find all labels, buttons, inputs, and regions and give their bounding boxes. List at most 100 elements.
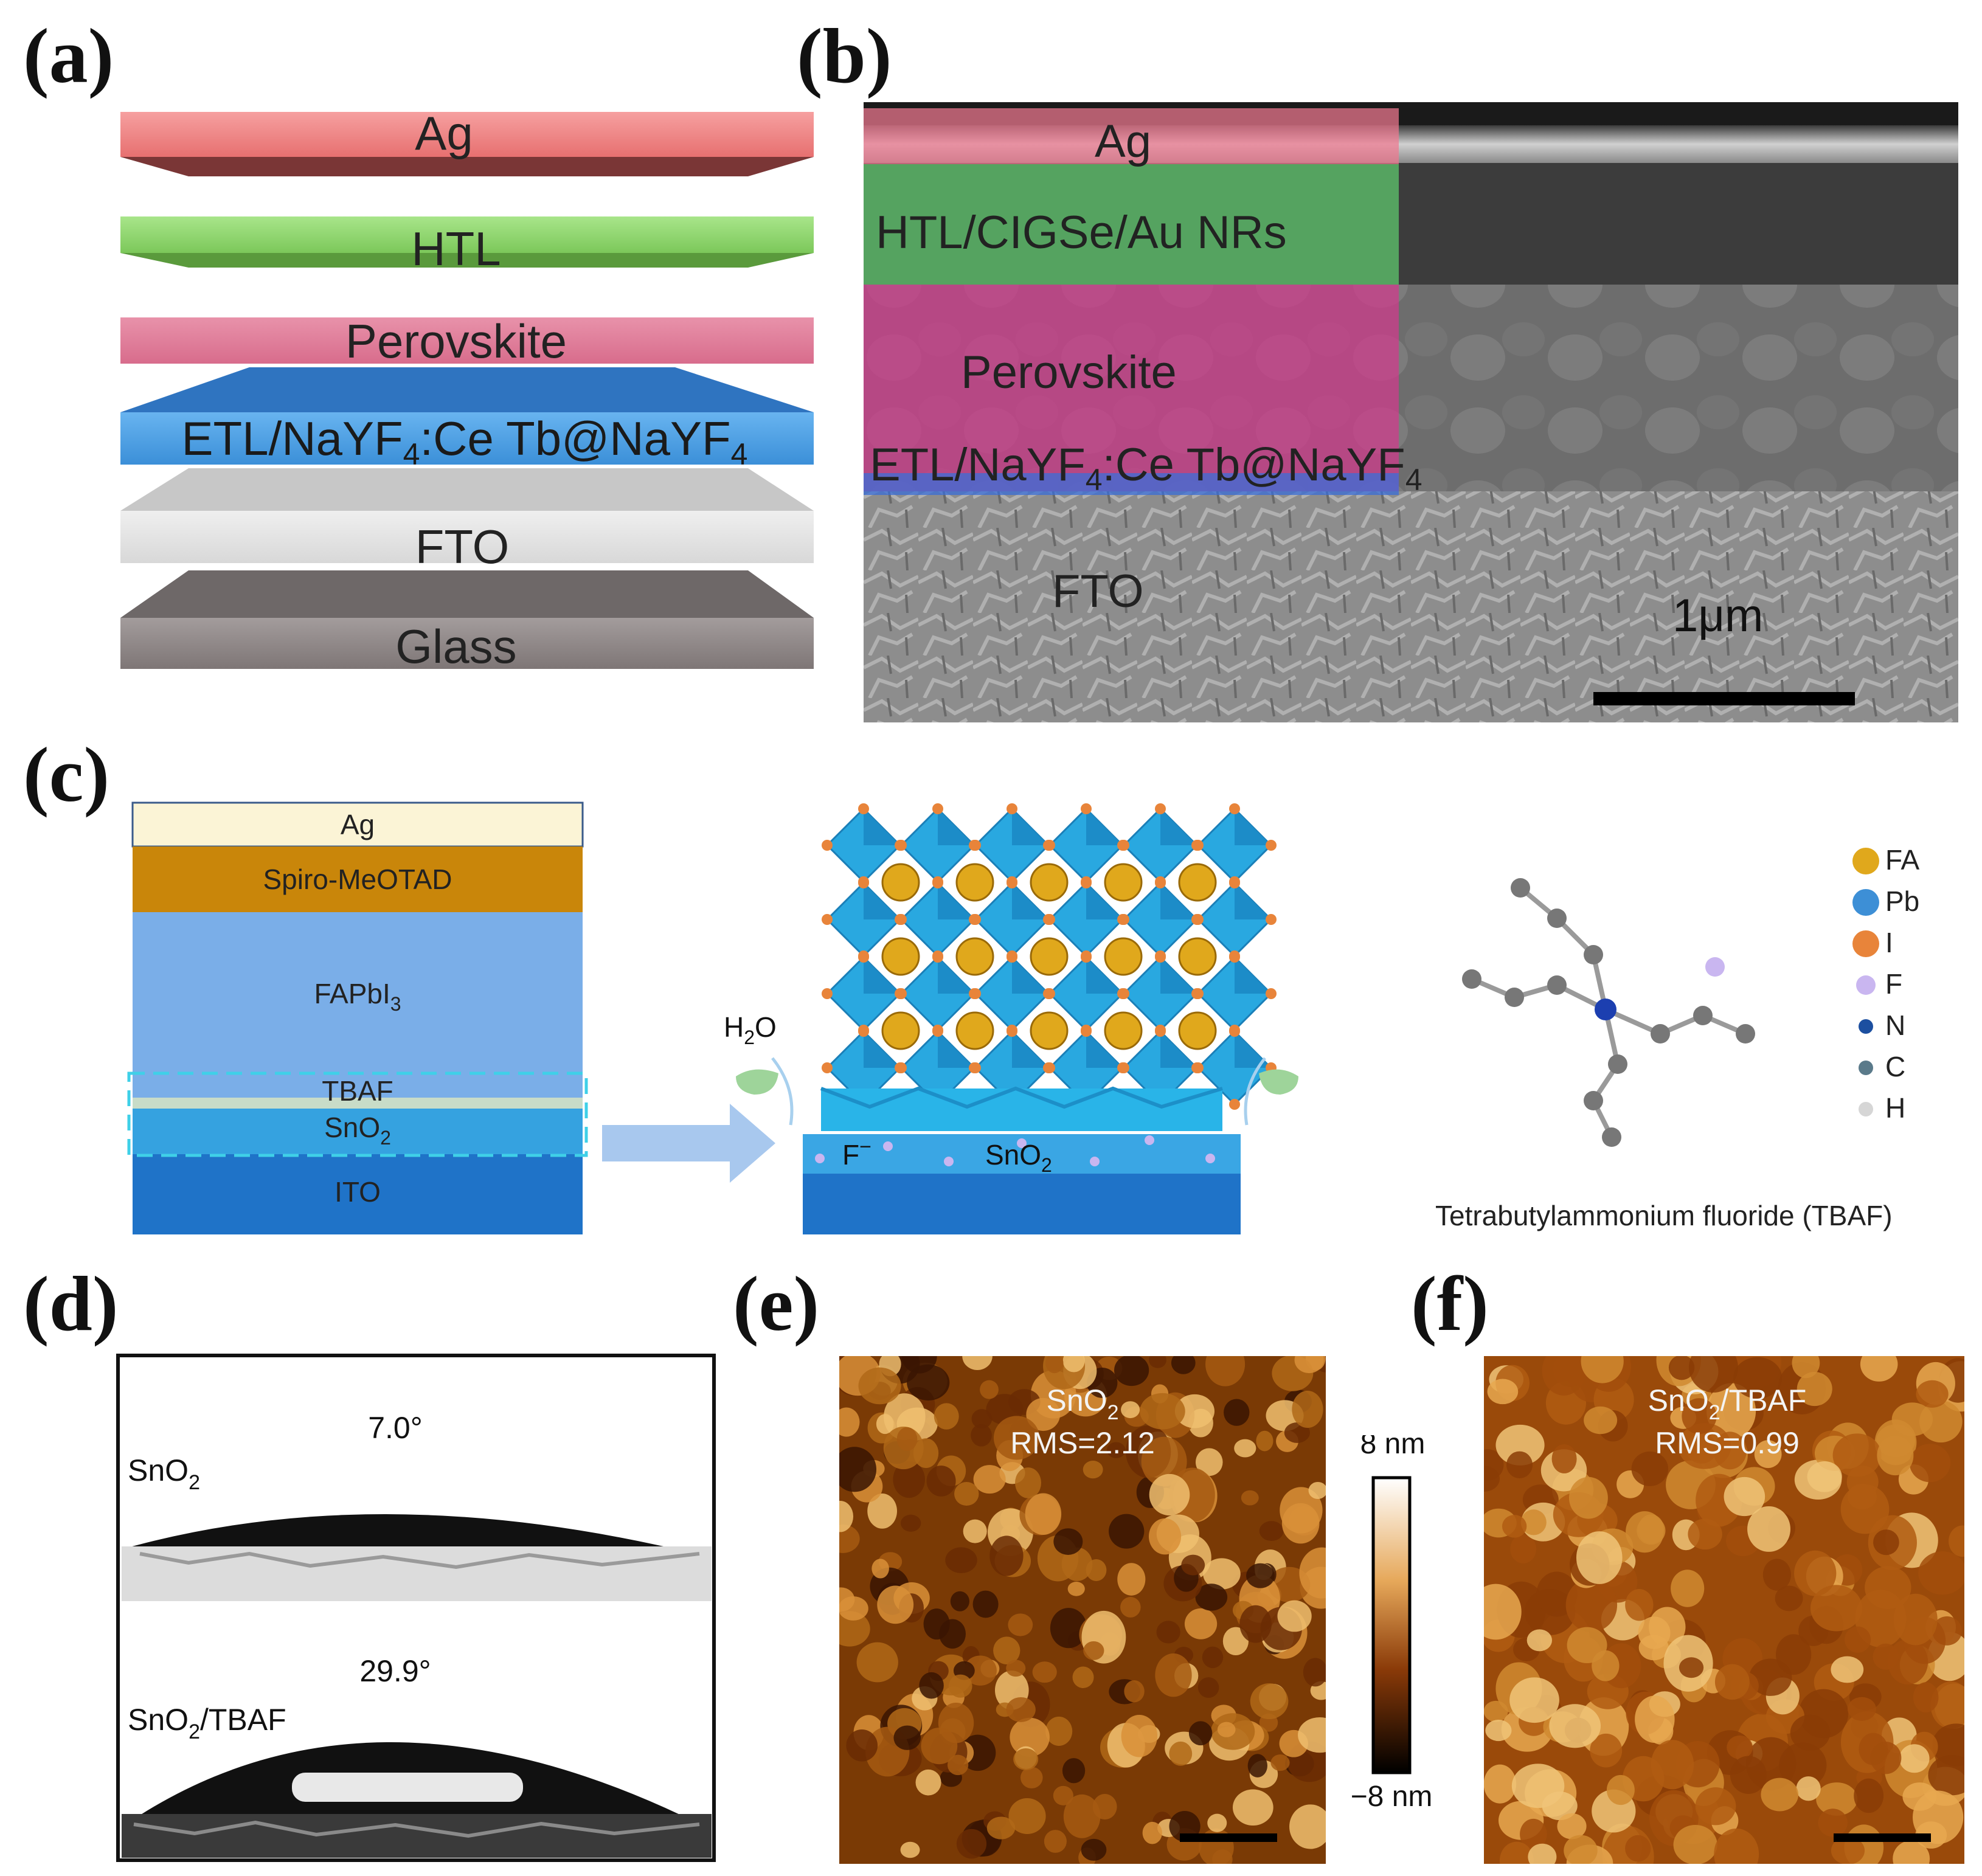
iodide-atom: [1007, 952, 1017, 963]
afm-grain: [1232, 1789, 1273, 1826]
panel-c-schematic: Ag Spiro-MeOTAD FAPbI3 TBAF SnO2 ITO F− …: [127, 801, 1920, 1234]
stack-spiro-label: Spiro-MeOTAD: [263, 864, 452, 895]
afm-grain: [1794, 1550, 1837, 1596]
layer-htl: HTL: [120, 216, 814, 275]
afm-grain: [1949, 1525, 1964, 1557]
iodide-atom: [932, 803, 943, 814]
afm-grain: [1790, 1714, 1831, 1751]
afm-grain: [1044, 1830, 1067, 1853]
iodide-atom: [932, 952, 943, 963]
afm-grain: [1141, 1436, 1187, 1487]
afm-grain: [950, 1591, 969, 1611]
afm-grain: [846, 1729, 878, 1762]
afm-grain: [1062, 1758, 1086, 1784]
afm-grain: [1733, 1357, 1783, 1399]
afm-grain: [1724, 1476, 1765, 1517]
afm-grain: [1114, 1356, 1149, 1386]
afm-grain: [1727, 1735, 1753, 1759]
afm-grain: [1224, 1399, 1250, 1426]
layer-glass: Glass: [120, 570, 814, 673]
afm-grain: [1928, 1755, 1964, 1796]
afm-grain: [1062, 1356, 1085, 1372]
afm-grain: [1930, 1681, 1964, 1729]
afm-grain: [1072, 1666, 1094, 1688]
afm-grain: [1259, 1521, 1284, 1542]
iodide-atom: [1155, 803, 1166, 814]
afm-grain: [1499, 1841, 1534, 1864]
layer-ag-label: Ag: [415, 106, 473, 160]
afm-grain: [1891, 1402, 1933, 1436]
iodide-atom: [822, 840, 833, 851]
afm-grain: [1202, 1646, 1224, 1669]
iodide-atom: [1229, 877, 1240, 888]
afm-grain: [1015, 1467, 1041, 1498]
afm-grain: [1281, 1503, 1320, 1544]
afm-grain: [856, 1642, 898, 1683]
octahedron-shade: [1235, 1031, 1271, 1068]
afm-grain: [839, 1587, 855, 1612]
legend-label-n: N: [1885, 1009, 1905, 1041]
layer-etl: ETL/NaYF4:Ce Tb@NaYF4: [120, 367, 814, 471]
iodide-atom: [1229, 803, 1240, 814]
iodide-atom: [1155, 1026, 1166, 1037]
afm-grain: [1807, 1461, 1842, 1492]
afm-grain: [1509, 1677, 1559, 1723]
d-bottom-angle: 29.9°: [359, 1654, 431, 1688]
octahedron-shade: [1235, 809, 1271, 845]
afm-grain: [1050, 1608, 1087, 1649]
layer-fto: FTO: [120, 468, 814, 573]
afm-grain: [962, 1356, 993, 1371]
fa-cation: [881, 863, 920, 902]
f-ions: [815, 1135, 1215, 1166]
afm-grain: [1081, 1838, 1107, 1861]
layer-fto-label: FTO: [415, 520, 510, 573]
afm-grain: [1902, 1782, 1937, 1811]
h2o-label: H2O: [724, 1011, 777, 1048]
panel-d-contact-angle: 7.0° SnO2 29.9° SnO2/TBAF: [116, 1354, 716, 1862]
afm-grain: [1893, 1840, 1930, 1864]
afm-grain: [1854, 1778, 1884, 1813]
afm-grain: [1631, 1451, 1669, 1486]
fa-cation: [1030, 1011, 1069, 1050]
panel-b-sem-cross-section: Ag HTL/CIGSe/Au NRs Perovskite ETL/NaYF4…: [864, 102, 1958, 722]
sem-overlay-ag: [864, 108, 1399, 164]
afm-grain: [1053, 1785, 1073, 1805]
iodide-atom: [1081, 803, 1092, 814]
legend-swatch-c: [1859, 1061, 1873, 1075]
panel-label-a: (a): [23, 13, 114, 99]
afm-grain: [1848, 1697, 1876, 1721]
afm-grain: [1140, 1393, 1185, 1430]
afm-grain: [1714, 1828, 1759, 1864]
afm-grain: [1913, 1682, 1939, 1713]
afm-grain: [1247, 1754, 1267, 1777]
octahedron-shade: [1160, 809, 1197, 845]
sem-label-etl: ETL/NaYF4:Ce Tb@NaYF4: [870, 439, 1422, 497]
layer-etl-label: ETL/NaYF4:Ce Tb@NaYF4: [182, 412, 748, 471]
afm-grain: [1284, 1422, 1310, 1443]
legend-swatch-fa: [1852, 848, 1879, 874]
afm-grain: [1673, 1824, 1717, 1864]
afm-grain: [1484, 1449, 1504, 1481]
afm-grain: [1520, 1509, 1547, 1535]
afm-grain: [1551, 1444, 1577, 1473]
afm-grain: [1810, 1585, 1863, 1632]
afm-grain: [1638, 1616, 1671, 1649]
iodide-atom: [1044, 988, 1055, 999]
afm-grain: [1256, 1430, 1273, 1452]
afm-grain: [1526, 1629, 1553, 1652]
layer-perovskite: Perovskite: [120, 314, 814, 368]
afm-grain: [1155, 1653, 1192, 1697]
afm-grain: [1510, 1534, 1537, 1563]
fa-cation: [1104, 1011, 1143, 1050]
afm-grain: [1298, 1717, 1326, 1753]
octahedron-shade: [864, 809, 900, 845]
afm-grain: [989, 1535, 1024, 1576]
afm-grain: [973, 1465, 1006, 1494]
panel-label-b: (b): [797, 13, 892, 99]
afm-grain: [1239, 1605, 1272, 1643]
afm-grain: [1020, 1767, 1043, 1788]
afm-grain: [921, 1728, 958, 1765]
iodide-atom: [1044, 914, 1055, 925]
panel-label-e: (e): [733, 1261, 820, 1347]
